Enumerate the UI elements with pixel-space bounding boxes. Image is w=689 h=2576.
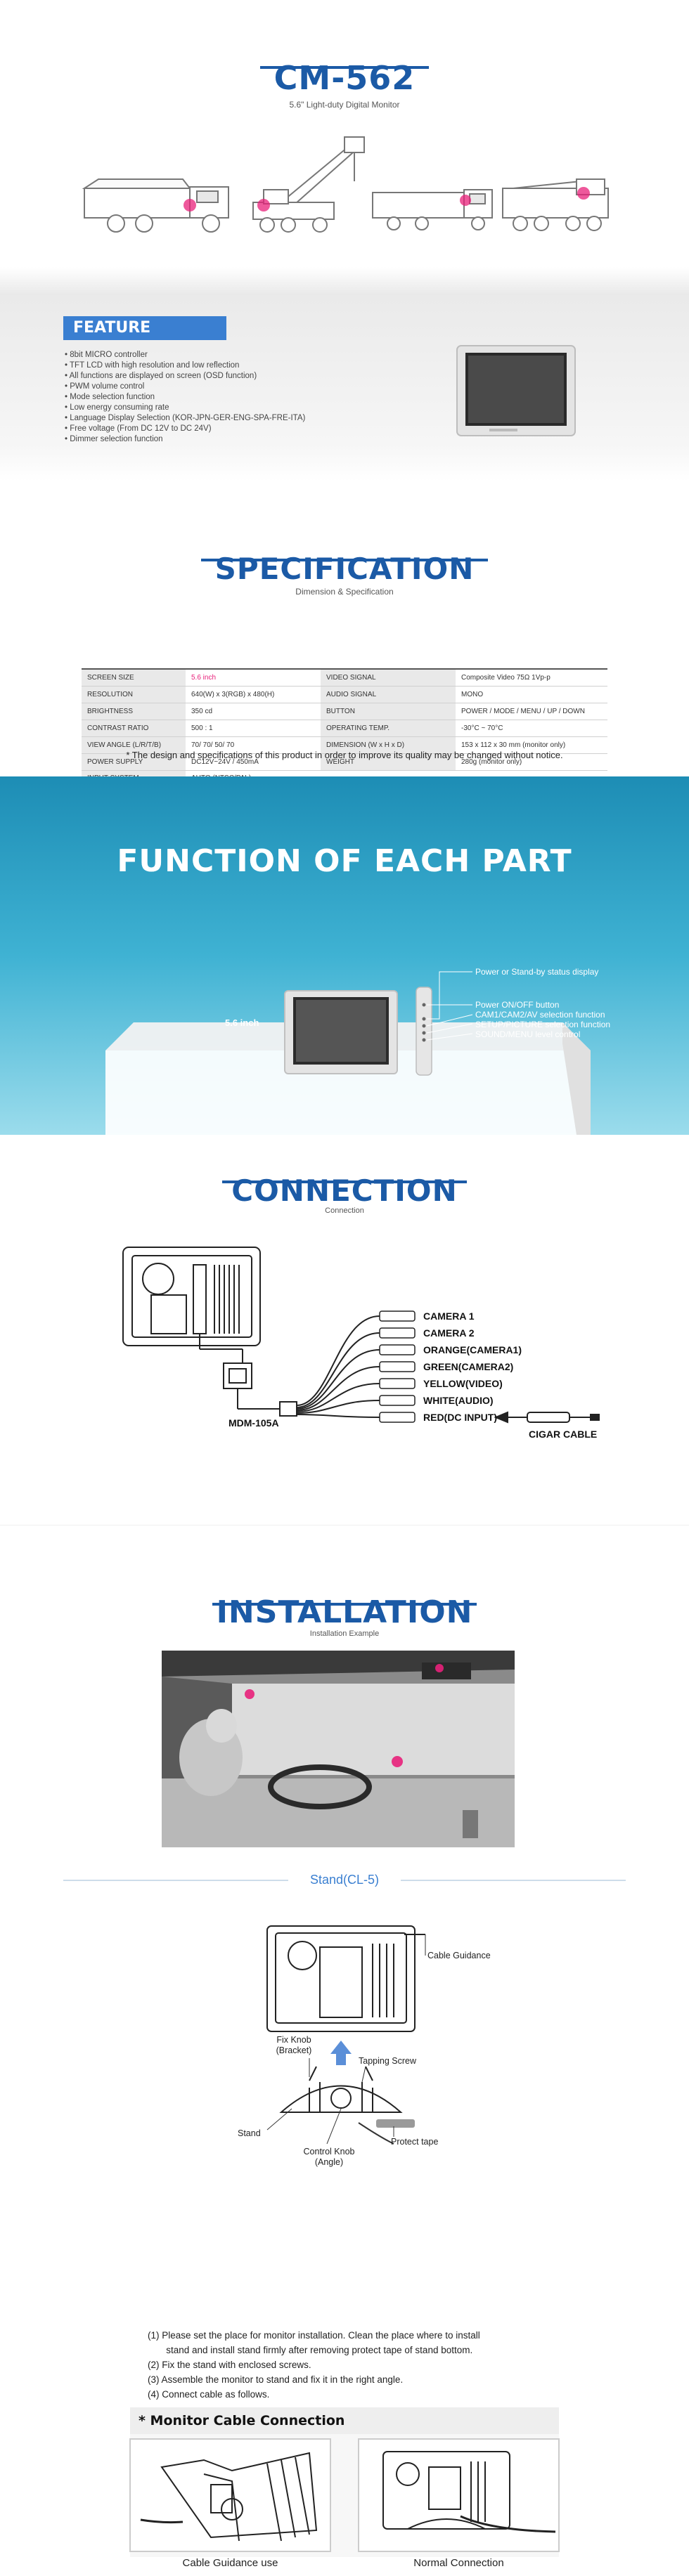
protect-tape-strip — [376, 2119, 415, 2128]
cable-label: YELLOW(VIDEO) — [423, 1378, 503, 1389]
connection-diagram — [122, 1247, 600, 1424]
step-line: (1) Please set the place for monitor ins… — [148, 2330, 480, 2341]
step-line: stand and install stand firmly after rem… — [148, 2345, 473, 2355]
feature-section: FEATURE • 8bit MICRO controller • TFT LC… — [0, 295, 689, 481]
specification-table: SCREEN SIZE 5.6 inch VIDEO SIGNAL Compos… — [82, 668, 607, 776]
function-illustration — [105, 971, 591, 1135]
cable-connection-header: * Monitor Cable Connection — [130, 2407, 559, 2434]
table-row: SCREEN SIZE 5.6 inch VIDEO SIGNAL Compos… — [82, 668, 607, 686]
angle-label: (Angle) — [314, 2157, 344, 2167]
function-label-cam: CAM1/CAM2/AV selection function — [475, 1010, 605, 1020]
monitor-product-image — [456, 345, 576, 436]
vehicle-illustrations — [82, 136, 609, 233]
feature-item: • TFT LCD with high resolution and low r… — [65, 361, 240, 370]
bracket-label: (Bracket) — [276, 2045, 312, 2055]
title-underline — [222, 1180, 467, 1183]
table-row: POWER SUPPLY DC12V~24V / 450mA WEIGHT 28… — [82, 753, 607, 770]
dump-truck-illustration — [82, 178, 229, 233]
feature-item: • Dimmer selection function — [65, 435, 163, 443]
installation-subtitle: Installation Example — [309, 1629, 380, 1638]
connection-subtitle: Connection — [325, 1206, 364, 1215]
section-divider — [0, 481, 689, 538]
title-underline — [260, 66, 429, 69]
monitor-back-drawing — [122, 1247, 261, 1363]
function-title: FUNCTION OF EACH PART — [117, 843, 572, 879]
function-label-sound: SOUND/MENU level control — [475, 1029, 581, 1039]
function-label-power: Power ON/OFF button — [475, 1000, 560, 1010]
step-line: (2) Fix the stand with enclosed screws. — [148, 2360, 311, 2370]
step-line: (3) Assemble the monitor to stand and fi… — [148, 2374, 404, 2385]
normal-connection-drawing — [382, 2451, 556, 2533]
cigar-cable-label: CIGAR CABLE — [529, 1429, 598, 1440]
connection-section: CONNECTION Connection — [0, 1135, 689, 1525]
cable-label: WHITE(AUDIO) — [423, 1395, 494, 1406]
mobile-crane-illustration — [502, 178, 609, 231]
title-underline — [212, 1603, 477, 1606]
feature-list: • 8bit MICRO controller • TFT LCD with h… — [65, 350, 305, 445]
cargo-truck-illustration — [372, 189, 493, 230]
stand-drawing — [266, 1925, 425, 2145]
feature-item: • All functions are displayed on screen … — [65, 372, 257, 380]
installation-section: INSTALLATION Installation Example — [0, 1525, 689, 2576]
feature-item: • Language Display Selection (KOR-JPN-GE… — [65, 414, 306, 422]
feature-heading: FEATURE — [63, 316, 226, 340]
model-tagline: 5.6" Light-duty Digital Monitor — [289, 100, 400, 110]
stand-title: Stand(CL-5) — [309, 1873, 380, 1887]
installation-title: INSTALLATION — [216, 1594, 473, 1630]
table-row: RESOLUTION 640(W) x 3(RGB) x 480(H) AUDI… — [82, 685, 607, 703]
stand-label: Stand — [238, 2128, 261, 2138]
cable-label: RED(DC INPUT) — [423, 1412, 497, 1423]
cable-label: CAMERA 2 — [423, 1327, 475, 1339]
feature-item: • Mode selection function — [65, 393, 155, 401]
feature-item: • PWM volume control — [65, 382, 145, 391]
model-title: CM-562 — [273, 59, 416, 97]
title-underline — [201, 559, 488, 561]
table-row: CONTRAST RATIO 500 : 1 OPERATING TEMP. -… — [82, 719, 607, 736]
adapter-drawing — [223, 1362, 297, 1417]
screen-size-value: 5.6 inch — [186, 668, 321, 686]
cable-connectors — [379, 1310, 416, 1423]
table-row: VIEW ANGLE (L/R/T/B) 70/ 70/ 50/ 70 DIME… — [82, 736, 607, 753]
feature-item: • Free voltage (From DC 12V to DC 24V) — [65, 424, 212, 433]
installation-steps: (1) Please set the place for monitor ins… — [148, 2328, 480, 2402]
cable-label: CAMERA 1 — [423, 1310, 475, 1322]
cigar-cable-drawing — [494, 1411, 600, 1424]
installation-photo — [162, 1651, 515, 1847]
cable-fan — [296, 1315, 380, 1418]
step-line: (4) Connect cable as follows. — [148, 2389, 270, 2400]
cable-label: ORANGE(CAMERA1) — [423, 1344, 522, 1355]
fix-knob-label: Fix Knob — [276, 2035, 311, 2045]
feature-item: • 8bit MICRO controller — [65, 351, 148, 359]
caption-normal-connection: Normal Connection — [413, 2557, 504, 2569]
function-label-setup: SETUP/PICTURE selection function — [475, 1020, 611, 1029]
section-divider — [0, 267, 689, 295]
connection-title: CONNECTION — [231, 1173, 458, 1208]
tapping-screw-label: Tapping Screw — [359, 2056, 416, 2066]
specification-note: * The design and specifications of this … — [126, 750, 563, 760]
protect-tape-label: Protect tape — [391, 2137, 439, 2147]
stand-callouts — [266, 1934, 426, 2145]
header-section: CM-562 5.6" Light-duty Digital Monitor — [0, 0, 689, 267]
size-label: 5.6 inch — [225, 1017, 259, 1028]
specification-title: SPECIFICATION — [214, 552, 475, 586]
table-row: BRIGHTNESS 350 cd BUTTON POWER / MODE / … — [82, 702, 607, 720]
caption-cable-guidance: Cable Guidance use — [182, 2557, 278, 2569]
assembly-arrow — [330, 2041, 352, 2065]
crane-illustration — [252, 136, 365, 233]
specification-section: SPECIFICATION Dimension & Specification … — [0, 538, 689, 776]
cable-guidance-label: Cable Guidance — [427, 1951, 491, 1960]
function-section: FUNCTION OF EACH PART 5.6 inch Power or … — [0, 776, 689, 1135]
function-label-status: Power or Stand-by status display — [475, 967, 599, 977]
table-row: INPUT SYSTEM AUTO (NTSC/PAL) — [82, 769, 607, 776]
specification-subtitle: Dimension & Specification — [295, 587, 394, 597]
installation-graphics — [63, 1651, 626, 2557]
cable-label: GREEN(CAMERA2) — [423, 1361, 514, 1372]
feature-item: • Low energy consuming rate — [65, 403, 169, 412]
adapter-label: MDM-105A — [228, 1417, 279, 1429]
control-knob-label: Control Knob — [303, 2147, 355, 2157]
